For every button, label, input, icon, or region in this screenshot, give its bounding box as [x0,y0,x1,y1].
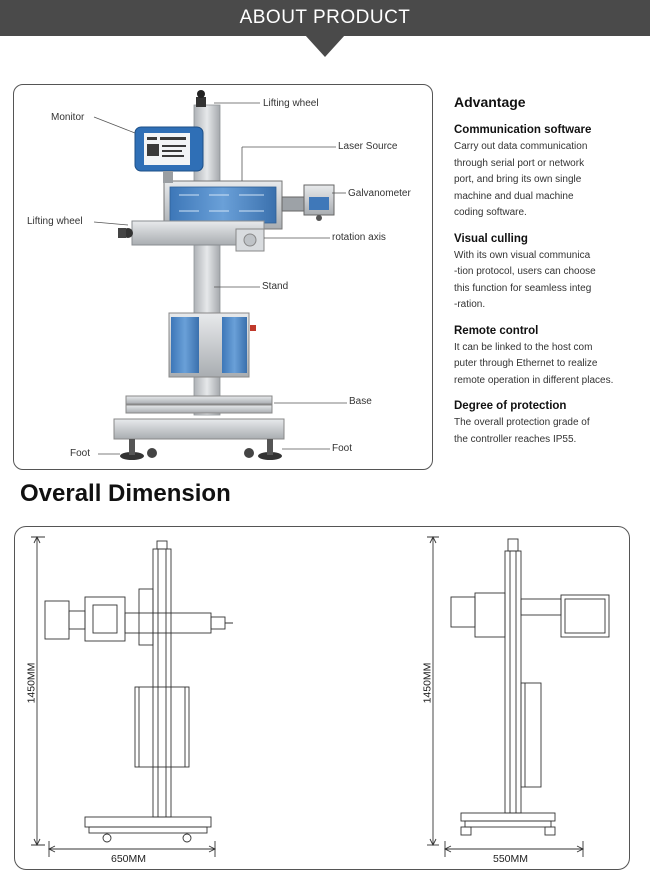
callout-lifting-wheel-left: Lifting wheel [27,216,83,227]
banner-title: ABOUT PRODUCT [239,7,411,28]
advantage-item: Degree of protection The overall protect… [454,400,644,448]
callout-foot-right: Foot [332,443,353,454]
advantage-item: Communication software Carry out data co… [454,124,644,222]
machine-illustration-panel: Monitor Lifting wheel Laser Source Galva… [13,84,433,470]
callout-galvanometer: Galvanometer [348,188,411,199]
laser-marking-machine-illustration [93,90,347,460]
callout-laser-source: Laser Source [338,141,398,152]
callout-rotation-axis: rotation axis [332,232,386,243]
advantage-heading: Remote control [454,324,539,337]
dimension-drawing-front-view [31,535,610,857]
advantage-title: Advantage [454,94,526,110]
advantage-item: Visual culling With its own visual commu… [454,233,644,314]
banner-arrow-pointer [305,35,345,57]
advantage-text: The overall protection grade of the cont… [454,417,590,445]
advantage-heading: Visual culling [454,232,528,245]
advantage-item: Remote control It can be linked to the h… [454,325,644,390]
callout-foot-left: Foot [70,448,91,459]
advantage-text: With its own visual communica -tion prot… [454,249,596,311]
advantage-heading: Communication software [454,124,592,136]
callout-base: Base [349,396,372,407]
callout-stand: Stand [262,281,289,292]
advantage-section: Advantage Communication software Carry o… [454,94,644,459]
header-banner [0,0,650,36]
advantage-text: Carry out data communication through ser… [454,141,588,218]
right-height-dimension-label: 1450MM [421,662,434,704]
callout-lifting-wheel-top: Lifting wheel [263,98,319,109]
left-height-dimension-label: 1450MM [25,662,38,704]
right-width-dimension-label: 550MM [493,853,529,865]
callout-monitor: Monitor [51,112,85,123]
left-width-dimension-label: 650MM [111,853,147,865]
advantage-text: It can be linked to the host com puter t… [454,341,614,386]
overall-dimension-title: Overall Dimension [20,480,231,507]
advantage-heading: Degree of protection [454,400,567,412]
dimension-drawing-panel: 1450MM 650MM 1450MM 550MM [14,526,630,870]
